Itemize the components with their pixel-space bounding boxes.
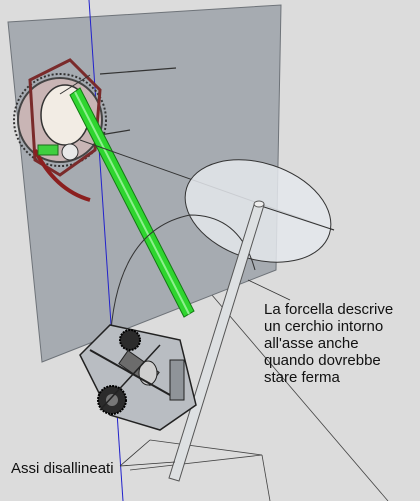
fork-annotation: La forcella descrive un cerchio intorno …	[264, 301, 394, 386]
axes-leader-2	[119, 461, 176, 467]
axes-annotation: Assi disallineati	[11, 460, 114, 477]
fork-leader	[247, 279, 291, 301]
axes-leader-1	[119, 439, 151, 467]
outline-arc	[109, 214, 256, 346]
lower-assembly	[79, 324, 197, 431]
